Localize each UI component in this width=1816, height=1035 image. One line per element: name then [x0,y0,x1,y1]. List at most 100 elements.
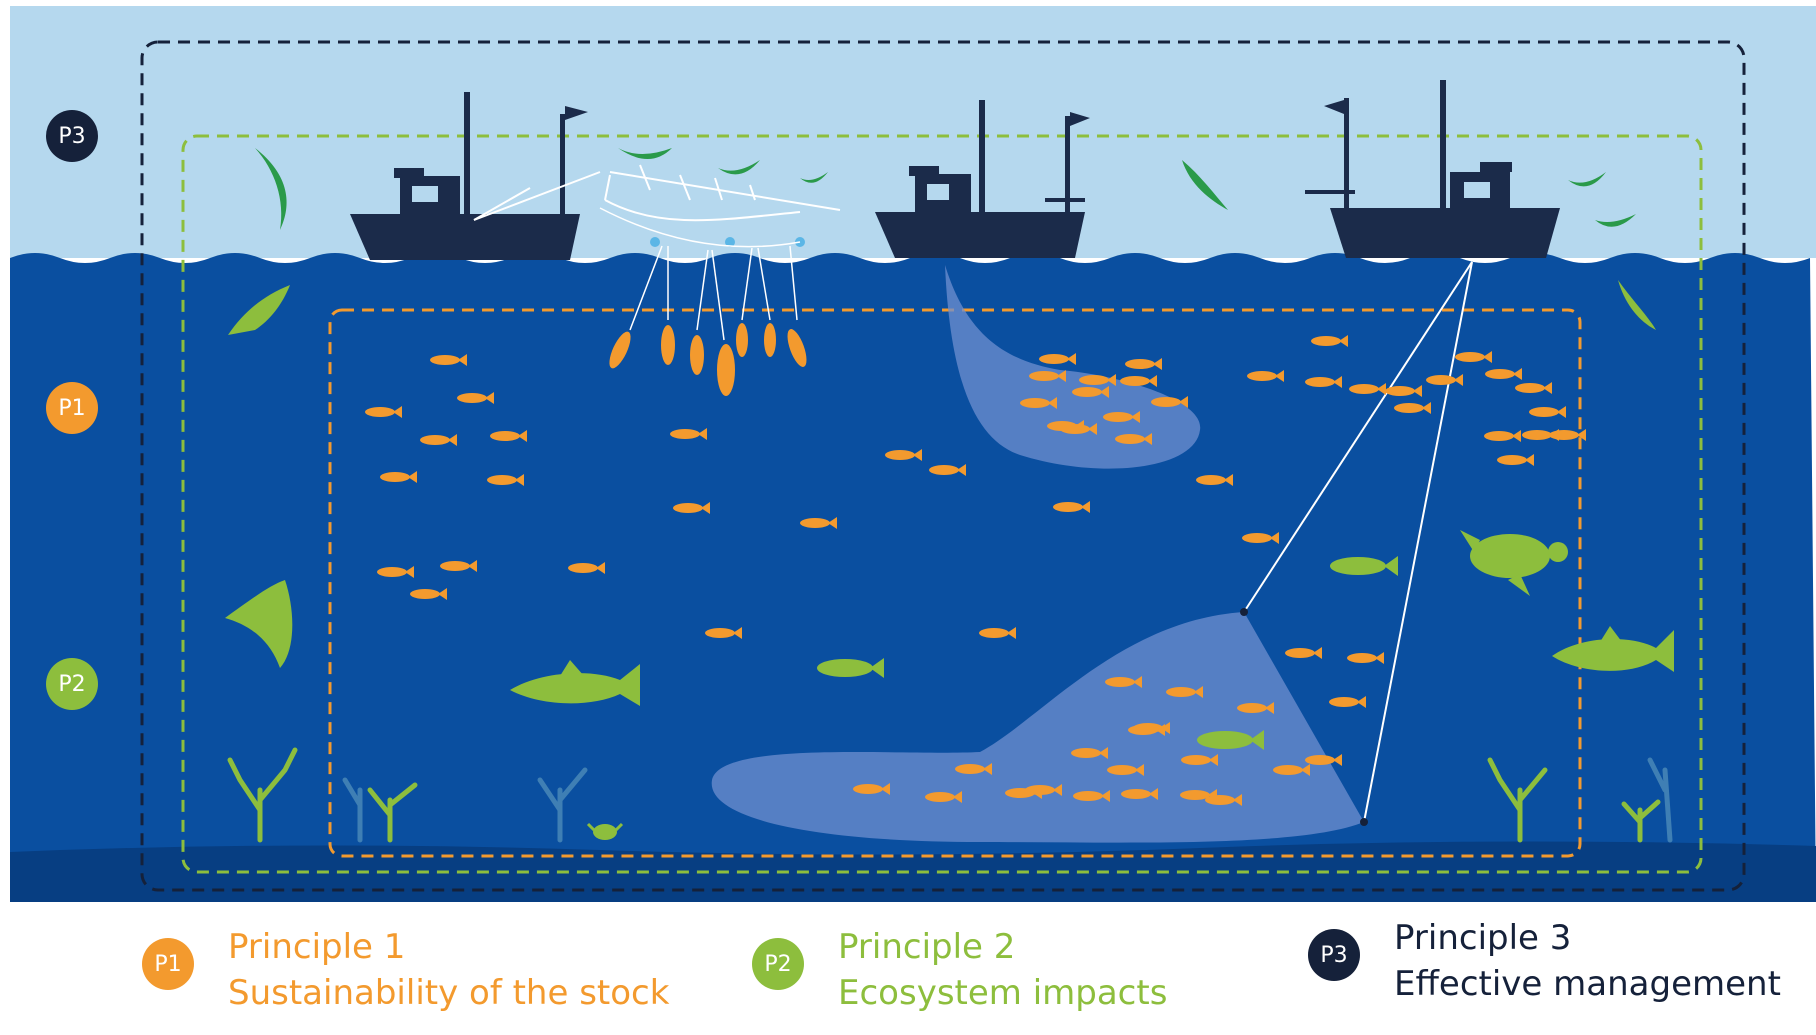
side-badge-p2: P2 [46,658,98,710]
seal-icon [228,280,1656,335]
target-fish-icon [1347,652,1384,664]
target-fish-icon [365,406,402,418]
hooked-fish-group [609,323,807,396]
target-fish-icon [1181,754,1218,766]
target-fish-school [365,335,1586,806]
target-fish-icon [410,588,447,600]
target-fish-icon [1485,368,1522,380]
target-fish-icon [1071,747,1108,759]
target-fish-icon [1329,696,1366,708]
target-fish-icon [377,566,414,578]
target-fish-icon [1005,787,1042,799]
target-fish-icon [1072,386,1109,398]
fishing-boat-icon [1305,80,1560,258]
target-fish-icon [853,783,890,795]
target-fish-icon [1029,370,1066,382]
target-fish-icon [1073,790,1110,802]
legend-badge-p3: P3 [1308,929,1360,981]
target-fish-icon [705,627,742,639]
target-fish-icon [1285,647,1322,659]
legend-title-p1: Principle 1 [228,927,406,967]
target-fish-icon [1273,764,1310,776]
sea-turtle-icon [1460,530,1568,596]
legend-item-principle-3: P3 Principle 3 Effective management [1308,915,1781,1007]
target-fish-icon [885,449,922,461]
target-fish-icon [1125,358,1162,370]
target-fish-icon [1151,396,1188,408]
target-fish-icon [925,791,962,803]
target-fish-icon [673,502,710,514]
legend-item-principle-1: P1 Principle 1 Sustainability of the sto… [142,924,669,1016]
target-fish-icon [929,464,966,476]
target-fish-icon [1020,397,1057,409]
p3-boundary [140,40,1746,892]
target-fish-icon [440,560,477,572]
target-fish-icon [979,627,1016,639]
target-fish-icon [430,354,467,366]
legend-subtitle-p1: Sustainability of the stock [228,973,670,1013]
target-fish-icon [1039,353,1076,365]
target-fish-icon [1121,788,1158,800]
legend-badge-p1: P1 [142,938,194,990]
target-fish-icon [1305,754,1342,766]
longline-icon [599,164,841,341]
trawl-door [1240,608,1248,616]
target-fish-icon [380,471,417,483]
target-fish-icon [568,562,605,574]
target-fish-icon [1242,532,1279,544]
target-fish-icon [1549,429,1586,441]
target-fish-icon [1060,423,1097,435]
target-fish-icon [1079,374,1116,386]
p2-boundary [181,134,1703,874]
target-fish-icon [1497,454,1534,466]
target-fish-icon [1115,433,1152,445]
legend-subtitle-p3: Effective management [1394,964,1781,1004]
target-fish-icon [1133,722,1170,734]
trawl-lines [1243,261,1473,823]
manta-ray-icon [225,580,293,668]
target-fish-icon [1107,764,1144,776]
target-fish-icon [1426,374,1463,386]
legend-title-p3: Principle 3 [1394,918,1572,958]
crab-icon [586,822,624,840]
seabird-icon [255,148,1636,230]
target-fish-icon [1515,382,1552,394]
coral-icon [227,747,1673,843]
legend-item-principle-2: P2 Principle 2 Ecosystem impacts [752,924,1167,1016]
target-fish-icon [1105,676,1142,688]
target-fish-icon [1247,370,1284,382]
target-fish-icon [1205,794,1242,806]
p1-boundary [328,308,1582,858]
legend-badge-p2: P2 [752,938,804,990]
bycatch-fish-icon [817,556,1398,750]
target-fish-icon [1305,376,1342,388]
target-fish-icon [1120,375,1157,387]
target-fish-icon [1311,335,1348,347]
fishing-boat-icon [875,100,1090,258]
shark-icon [510,626,1674,706]
target-fish-icon [1196,474,1233,486]
target-fish-icon [1484,430,1521,442]
target-fish-icon [490,430,527,442]
target-fish-icon [1385,385,1422,397]
fishing-boat-icon [350,92,601,260]
target-fish-icon [487,474,524,486]
target-fish-icon [1349,383,1386,395]
target-fish-icon [1529,406,1566,418]
target-fish-icon [1237,702,1274,714]
target-fish-icon [420,434,457,446]
target-fish-icon [1455,351,1492,363]
side-badge-p3: P3 [46,110,98,162]
side-badge-p1: P1 [46,382,98,434]
target-fish-icon [1394,402,1431,414]
legend-title-p2: Principle 2 [838,927,1016,967]
target-fish-icon [457,392,494,404]
target-fish-icon [1053,501,1090,513]
target-fish-icon [800,517,837,529]
target-fish-icon [1103,411,1140,423]
trawl-door [1360,818,1368,826]
legend-subtitle-p2: Ecosystem impacts [838,973,1168,1013]
target-fish-icon [670,428,707,440]
